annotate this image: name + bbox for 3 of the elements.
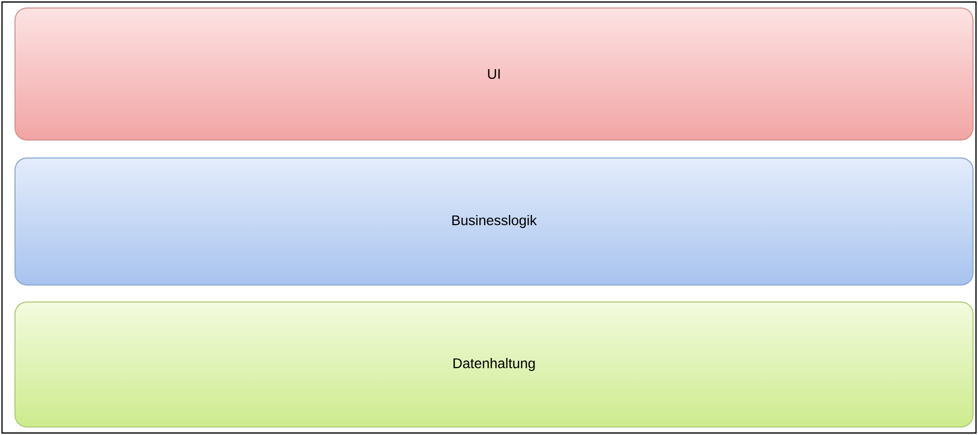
layer-box: Businesslogik bbox=[14, 158, 974, 286]
layer-box: UI bbox=[14, 8, 974, 140]
layer-box: Datenhaltung bbox=[14, 301, 974, 428]
